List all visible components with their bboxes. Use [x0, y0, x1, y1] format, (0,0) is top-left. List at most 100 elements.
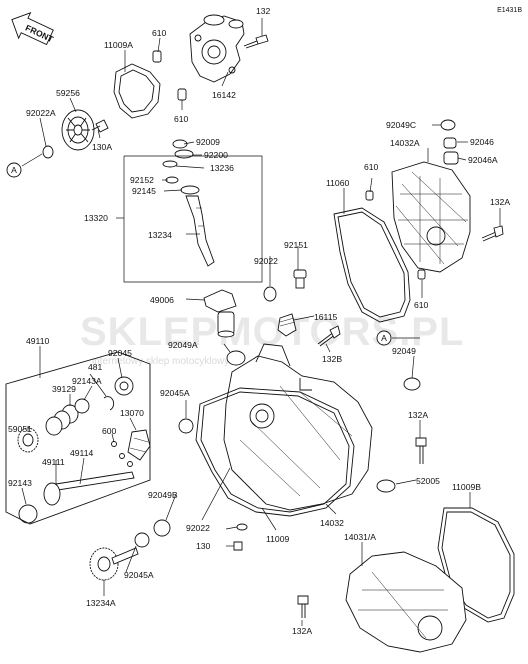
plug-92151 [293, 269, 307, 289]
dowel-pin-c [365, 190, 374, 201]
washer-92143a [74, 398, 90, 414]
bearing-92045 [114, 376, 134, 396]
label-92151: 92151 [284, 240, 308, 250]
gear-13070b [43, 482, 61, 506]
label-92045a-bot: 92045A [124, 570, 154, 580]
label-132a-bottom: 132A [292, 626, 312, 636]
label-600: 600 [102, 426, 117, 436]
gasket-11060 [333, 207, 411, 323]
label-13234a: 13234A [86, 598, 116, 608]
bearing-92045a-top [178, 418, 194, 434]
clutch-cover-14032a [391, 161, 471, 273]
label-92049a: 92049A [168, 340, 198, 350]
label-92049b: 92049B [148, 490, 178, 500]
label-49110: 49110 [26, 336, 49, 346]
label-132a-r2: 132A [408, 410, 428, 420]
cap-52005 [376, 479, 396, 493]
front-arrow-icon: FRONT [11, 11, 56, 46]
callout-a-left: A [6, 162, 22, 178]
diagram-code: E1431B [497, 7, 522, 14]
pump-assy-49110 [5, 351, 151, 525]
rotor-13070 [127, 429, 151, 461]
callout-a-right: A [376, 330, 392, 346]
bolt-132a-bottom [297, 595, 309, 618]
clutch-cover-14031a [345, 551, 467, 653]
label-14032: 14032 [320, 518, 344, 528]
label-610-b: 610 [174, 114, 189, 124]
svg-text:internetowy sklep motocyklowy: internetowy sklep motocyklowy [92, 356, 229, 367]
label-92152: 92152 [130, 175, 154, 185]
label-49111: 49111 [42, 457, 65, 467]
label-14031a: 14031/A [344, 532, 376, 542]
part-labels: 132 610 11009A 16142 59256 610 92022A 13… [8, 6, 510, 636]
label-92046: 92046 [470, 137, 494, 147]
bolt-132a-r1 [481, 225, 504, 242]
label-16142: 16142 [212, 90, 236, 100]
bolt-130 [233, 541, 243, 551]
label-92045a-top: 92045A [160, 388, 190, 398]
cap-16115 [277, 313, 297, 337]
label-132a-r1: 132A [490, 197, 510, 207]
washer-92022-bot [236, 523, 248, 531]
label-92049c: 92049C [386, 120, 416, 130]
label-13236: 13236 [210, 163, 234, 173]
svg-text:A: A [11, 165, 17, 175]
label-16115: 16115 [314, 312, 337, 322]
label-39129: 39129 [52, 384, 76, 394]
label-13320: 13320 [84, 213, 108, 223]
bearing-92049b [153, 519, 171, 537]
label-610-d: 610 [414, 300, 429, 310]
dowel-pin-b [177, 88, 187, 101]
label-49006: 49006 [150, 295, 174, 305]
label-52005: 52005 [416, 476, 440, 486]
svg-text:A: A [381, 333, 387, 343]
label-92049: 92049 [392, 346, 416, 356]
label-610-c: 610 [364, 162, 379, 172]
label-132b: 132B [322, 354, 342, 364]
label-11009a: 11009A [104, 40, 133, 50]
label-92009: 92009 [196, 137, 220, 147]
label-130: 130 [196, 541, 211, 551]
gasket-11009a [113, 63, 161, 119]
bearing-92045a-bot [134, 532, 150, 548]
washer-92022a [42, 145, 54, 159]
label-14032a: 14032A [390, 138, 420, 148]
label-481: 481 [88, 362, 103, 372]
dowel-pin-d [417, 269, 426, 280]
water-pump-cover [189, 14, 245, 83]
label-92022-bot: 92022 [186, 523, 210, 533]
bushing-92046 [443, 137, 459, 165]
spring-39129 [45, 404, 79, 436]
seal-92049 [403, 377, 421, 391]
bolt-130a [91, 119, 109, 133]
label-59051: 59051 [8, 424, 32, 434]
label-92045: 92045 [108, 348, 132, 358]
seal-92049a [226, 350, 246, 366]
gear-13234a [89, 547, 139, 581]
label-132-top: 132 [256, 6, 271, 16]
watermark: SKLEPMOTORS.PL internetowy sklep motocyk… [80, 310, 463, 367]
gasket-11009b [437, 507, 515, 623]
lever-49006 [203, 289, 237, 338]
label-13070: 13070 [120, 408, 144, 418]
label-92143: 92143 [8, 478, 32, 488]
label-49114: 49114 [70, 448, 93, 458]
gasket-11009 [195, 387, 355, 517]
label-11009: 11009 [266, 534, 289, 544]
label-11009b: 11009B [452, 482, 481, 492]
bolt-132b [317, 325, 341, 347]
label-610-a: 610 [152, 28, 167, 38]
label-92022a: 92022A [26, 108, 56, 118]
label-92200: 92200 [204, 150, 228, 160]
impeller-59256 [61, 109, 95, 151]
bolt-132-top [243, 34, 269, 49]
label-13234: 13234 [148, 230, 172, 240]
label-130a: 130A [92, 142, 112, 152]
label-92143a: 92143A [72, 376, 102, 386]
label-11060: 11060 [326, 178, 349, 188]
crankcase-cover-14032 [223, 343, 373, 511]
dowel-pin-a [152, 50, 162, 63]
washer-92022-mid [263, 286, 277, 302]
